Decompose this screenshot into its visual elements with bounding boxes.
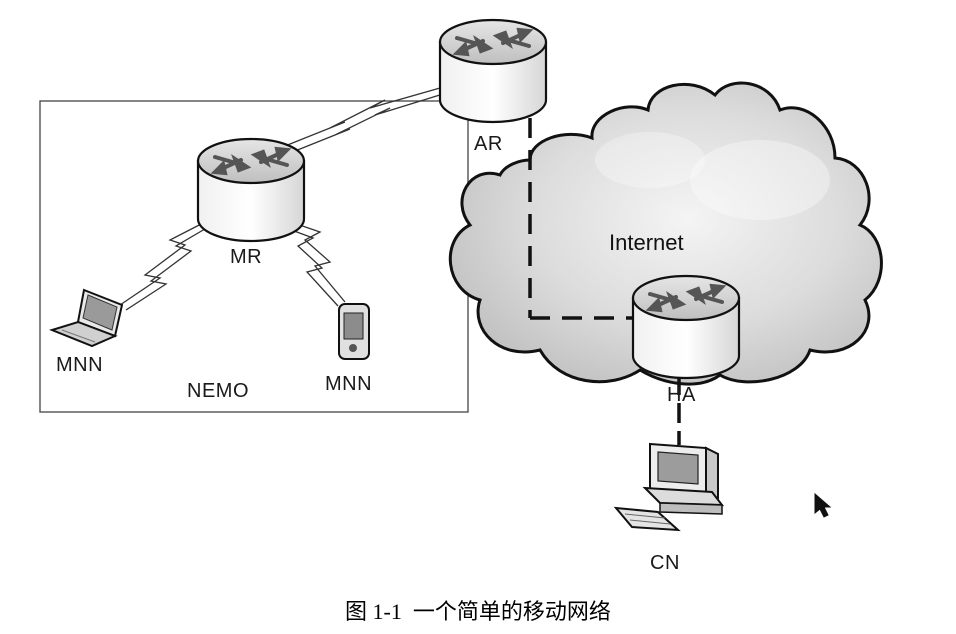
node-label-ha: HA	[667, 384, 696, 406]
desktop-computer-icon	[613, 442, 725, 532]
tunnel-link-ar-ha	[528, 118, 632, 320]
node-label-mr: MR	[230, 246, 262, 268]
wireless-link-mr-laptop	[119, 221, 211, 311]
laptop-icon	[48, 288, 124, 348]
node-label-mnn-laptop: MNN	[56, 354, 103, 376]
cloud-label: Internet	[609, 230, 684, 255]
figure-caption: 图 1-1 一个简单的移动网络	[345, 599, 611, 624]
wireless-link-ar-mr	[284, 87, 444, 154]
region-label-nemo: NEMO	[187, 380, 249, 402]
router-icon	[196, 137, 306, 243]
router-icon	[631, 274, 741, 380]
cloud-icon	[448, 81, 883, 386]
node-label-cn: CN	[650, 552, 680, 574]
router-icon	[438, 18, 548, 124]
pda-icon	[338, 303, 370, 360]
mouse-cursor-icon	[814, 492, 832, 518]
node-label-ar: AR	[474, 133, 503, 155]
wireless-link-mr-phone	[277, 219, 346, 307]
node-label-mnn-phone: MNN	[325, 373, 372, 395]
